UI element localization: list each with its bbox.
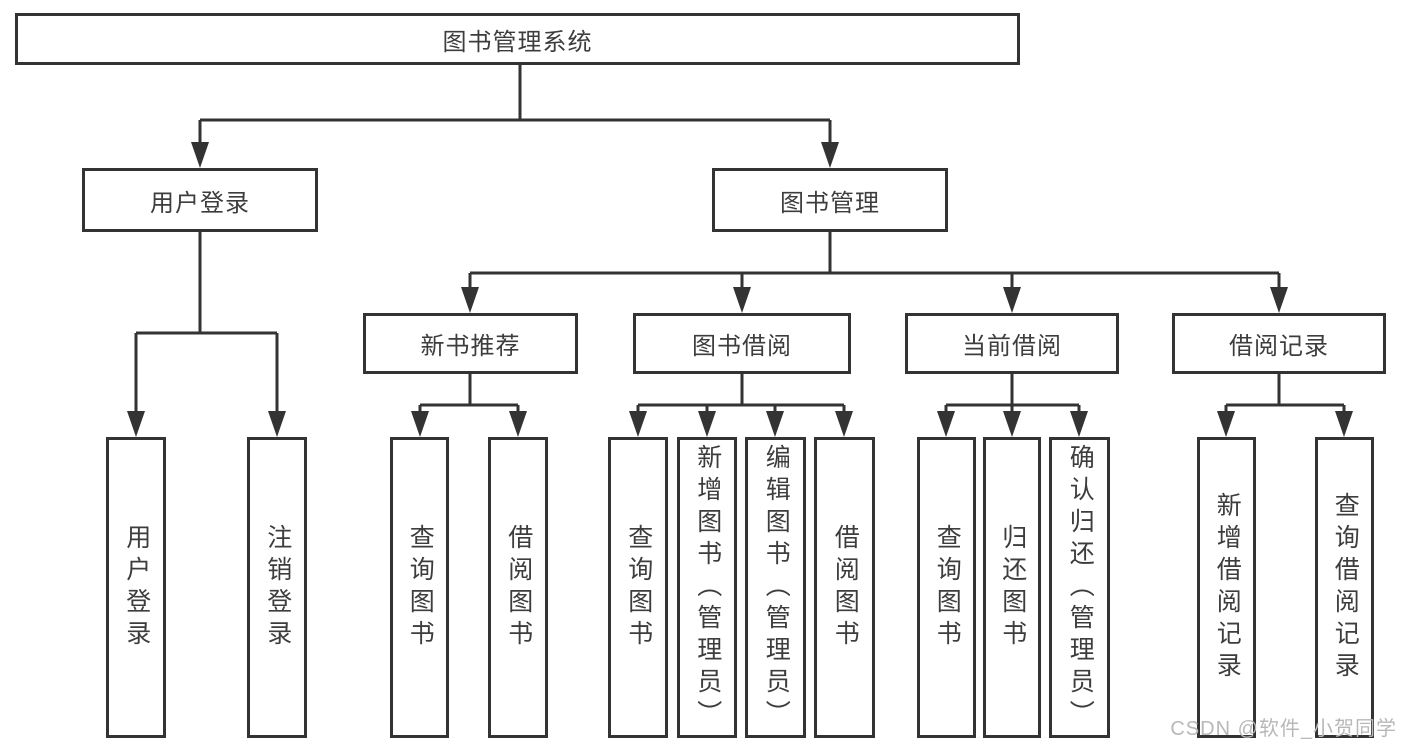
arrow-down-icon bbox=[937, 411, 955, 437]
leaf-label: 确认归还（管理员） bbox=[1066, 443, 1095, 732]
leaf-label: 新增借阅记录 bbox=[1213, 491, 1242, 684]
leaf-label: 归还图书 bbox=[998, 523, 1027, 652]
arrow-down-icon bbox=[191, 142, 209, 168]
leaf-label: 用户登录 bbox=[122, 523, 151, 652]
node-library-system: 图书管理系统 bbox=[15, 13, 1020, 65]
arrow-down-icon bbox=[411, 411, 429, 437]
arrow-down-icon bbox=[509, 411, 527, 437]
node-book-borrowing: 图书借阅 bbox=[633, 313, 851, 374]
node-label: 当前借阅 bbox=[962, 333, 1062, 360]
arrow-down-icon bbox=[1070, 411, 1088, 437]
node-book-management: 图书管理 bbox=[712, 168, 948, 232]
node-label: 图书借阅 bbox=[692, 333, 792, 360]
node-user-login: 用户登录 bbox=[82, 168, 318, 232]
arrow-down-icon bbox=[268, 411, 286, 437]
leaf-edit-book-admin: 编辑图书（管理员） bbox=[745, 437, 806, 738]
leaf-label: 查询图书 bbox=[406, 523, 435, 652]
node-borrow-records: 借阅记录 bbox=[1172, 313, 1386, 374]
arrow-down-icon bbox=[1335, 411, 1353, 437]
node-current-borrowing: 当前借阅 bbox=[905, 313, 1119, 374]
arrow-down-icon bbox=[698, 411, 716, 437]
arrow-down-icon bbox=[461, 287, 479, 313]
arrow-down-icon bbox=[766, 411, 784, 437]
leaf-add-borrow-record: 新增借阅记录 bbox=[1197, 437, 1256, 738]
arrow-down-icon bbox=[733, 287, 751, 313]
watermark: CSDN @软件_小贺同学 bbox=[1170, 718, 1397, 740]
leaf-query-books-current: 查询图书 bbox=[917, 437, 976, 738]
leaf-label: 借阅图书 bbox=[504, 523, 533, 652]
leaf-label: 查询图书 bbox=[933, 523, 962, 652]
node-label: 借阅记录 bbox=[1229, 333, 1329, 360]
leaf-query-books-recommend: 查询图书 bbox=[390, 437, 449, 738]
leaf-label: 编辑图书（管理员） bbox=[762, 443, 791, 732]
arrow-down-icon bbox=[835, 411, 853, 437]
leaf-query-borrow-record: 查询借阅记录 bbox=[1315, 437, 1374, 738]
leaf-label: 新增图书（管理员） bbox=[693, 443, 722, 732]
arrow-down-icon bbox=[1003, 287, 1021, 313]
leaf-label: 查询借阅记录 bbox=[1331, 491, 1360, 684]
arrow-down-icon bbox=[629, 411, 647, 437]
leaf-confirm-return-admin: 确认归还（管理员） bbox=[1049, 437, 1110, 738]
leaf-query-books-borrowing: 查询图书 bbox=[608, 437, 668, 738]
node-label: 用户登录 bbox=[150, 189, 250, 217]
arrow-down-icon bbox=[1003, 411, 1021, 437]
node-new-book-recommend: 新书推荐 bbox=[363, 313, 578, 374]
leaf-borrow-books: 借阅图书 bbox=[814, 437, 875, 738]
leaf-label: 查询图书 bbox=[624, 523, 653, 652]
arrow-down-icon bbox=[1270, 287, 1288, 313]
leaf-borrow-books-recommend: 借阅图书 bbox=[488, 437, 548, 738]
leaf-label: 借阅图书 bbox=[831, 523, 860, 652]
leaf-return-books: 归还图书 bbox=[983, 437, 1041, 738]
arrow-down-icon bbox=[1217, 411, 1235, 437]
node-label: 新书推荐 bbox=[420, 333, 521, 360]
leaf-user-login: 用户登录 bbox=[106, 437, 166, 738]
node-label: 图书管理 bbox=[780, 189, 880, 217]
arrow-down-icon bbox=[127, 411, 145, 437]
leaf-add-book-admin: 新增图书（管理员） bbox=[677, 437, 737, 738]
leaf-label: 注销登录 bbox=[263, 523, 292, 652]
node-label: 图书管理系统 bbox=[442, 28, 593, 56]
leaf-logout: 注销登录 bbox=[247, 437, 307, 738]
arrow-down-icon bbox=[821, 142, 839, 168]
